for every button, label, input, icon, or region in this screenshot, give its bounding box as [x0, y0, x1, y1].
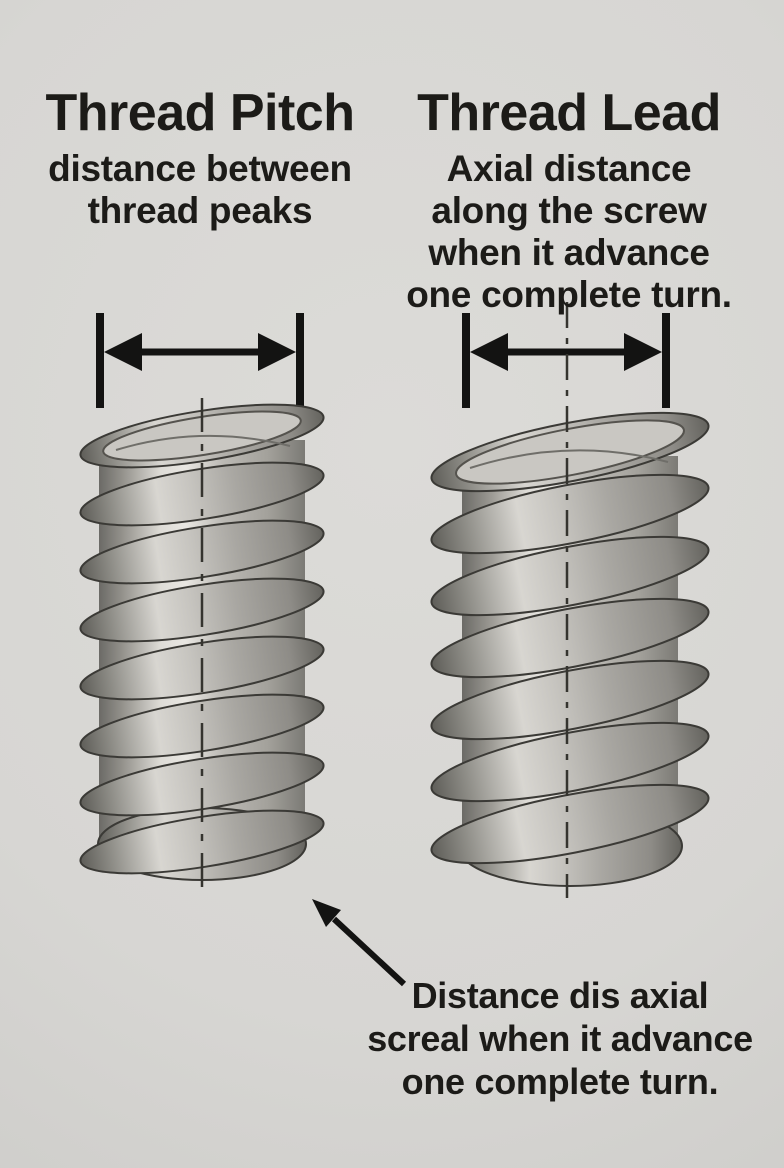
lead-subtitle-line-1: Axial distance [446, 148, 692, 189]
screw-thread [430, 721, 710, 803]
pitch-arrowhead-left-icon [104, 333, 142, 371]
pitch-dimension-indicator [96, 313, 304, 408]
screw-thread [430, 783, 710, 865]
screw-thread [430, 473, 710, 555]
annotation-text: Distance dis axial screal when it advanc… [346, 974, 774, 1103]
pitch-subtitle-line-1: distance between [48, 148, 352, 189]
lead-dimension-indicator [462, 313, 670, 408]
pitch-arrowhead-right-icon [258, 333, 296, 371]
screw-top-face [455, 419, 685, 485]
lead-arrowhead-right-icon [624, 333, 662, 371]
lead-subtitle-line-4: one complete turn. [406, 274, 732, 315]
pointer-shaft [331, 916, 407, 987]
pitch-section: Thread Pitch distance between thread pea… [8, 84, 392, 232]
pitch-title: Thread Pitch [45, 84, 355, 142]
pitch-screw-illustration [79, 398, 325, 894]
screw-thread [430, 659, 710, 741]
lead-section: Thread Lead Axial distance along the scr… [380, 84, 758, 316]
pitch-subtitle: distance between thread peaks [8, 148, 392, 232]
pitch-subtitle-line-2: thread peaks [87, 190, 313, 231]
annotation-pointer-arrow-icon [312, 899, 407, 987]
lead-subtitle-line-2: along the screw [431, 190, 707, 231]
screw-thread [430, 535, 710, 617]
lead-subtitle-line-3: when it advance [428, 232, 710, 273]
screw-thread [79, 751, 325, 817]
annotation-line-2: screal when it advance [367, 1018, 753, 1059]
pointer-arrowhead [312, 899, 341, 927]
screw-thread [79, 809, 325, 875]
screw-thread-start-edge [469, 449, 669, 469]
lead-arrowhead-left-icon [470, 333, 508, 371]
annotation-line-3: one complete turn. [401, 1061, 719, 1102]
screw-thread [430, 597, 710, 679]
lead-screw-illustration [430, 302, 710, 898]
lead-subtitle: Axial distance along the screw when it a… [380, 148, 758, 316]
screw-thread-start-edge [115, 434, 291, 451]
annotation-line-1: Distance dis axial [411, 975, 709, 1016]
lead-title: Thread Lead [417, 84, 721, 142]
